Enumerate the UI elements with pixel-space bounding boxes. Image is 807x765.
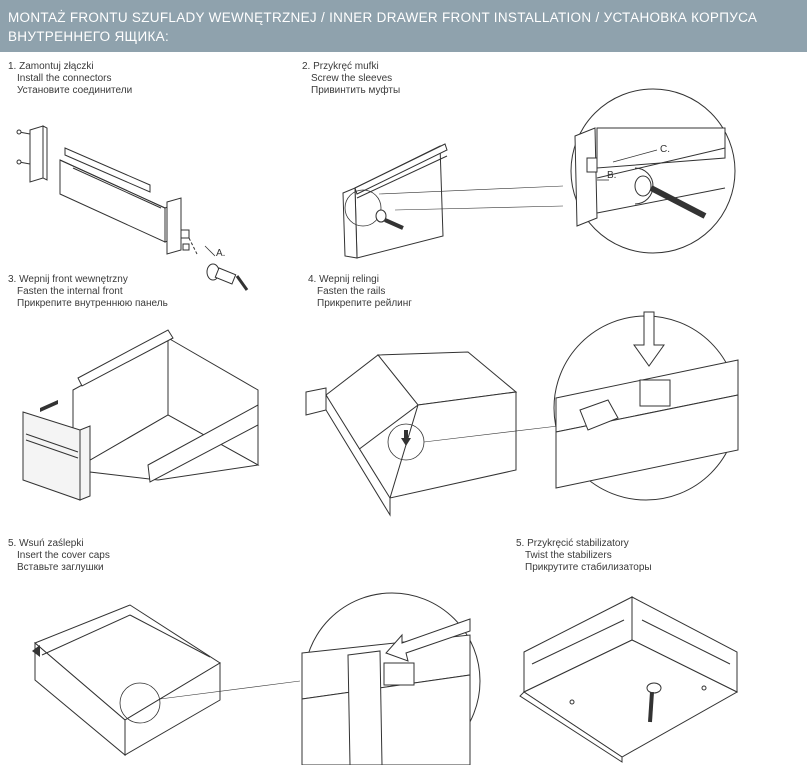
screwdriver-icon — [376, 210, 403, 228]
down-arrow-icon — [401, 430, 411, 446]
stabilizer-icon — [570, 683, 706, 722]
step-3-english: Fasten the internal front — [17, 286, 123, 297]
step-5-russian: Вставьте заглушки — [17, 562, 104, 573]
step-3-front-illustration — [18, 330, 268, 500]
callout-c-label: C. — [660, 144, 670, 155]
page-header: MONTAŻ FRONTU SZUFLADY WEWNĘTRZNEJ / INN… — [0, 0, 807, 52]
step-6-caption: 5. Przykręcić stabilizatory Twist the st… — [516, 538, 652, 574]
callout-b-label: B. — [607, 170, 616, 181]
step-6-polish: 5. Przykręcić stabilizatory — [516, 538, 629, 549]
step-5-polish: 5. Wsuń zaślepki — [8, 538, 84, 549]
step-4-english: Fasten the rails — [317, 286, 386, 297]
step-3-russian: Прикрепите внутреннюю панель — [17, 298, 168, 309]
sleeve-wrench-icon — [635, 168, 705, 216]
step-1-english: Install the connectors — [17, 73, 112, 84]
step-4-caption: 4. Wepnij relingi Fasten the rails Прикр… — [308, 274, 412, 310]
step-3-caption: 3. Wepnij front wewnętrzny Fasten the in… — [8, 274, 168, 310]
step-6-english: Twist the stabilizers — [525, 550, 612, 561]
step-1-russian: Установите соединители — [17, 85, 133, 96]
page-title-line-1: MONTAŻ FRONTU SZUFLADY WEWNĘTRZNEJ / INN… — [8, 10, 758, 25]
step-2-russian: Привинтить муфты — [311, 85, 401, 96]
step-2-caption: 2. Przykręć mufki Screw the sleeves Прив… — [302, 61, 400, 97]
step-1-polish: 1. Zamontuj złączki — [8, 61, 94, 72]
page-title-line-2: ВНУТРЕННЕГО ЯЩИКА: — [8, 29, 170, 44]
step-6-russian: Прикрутите стабилизаторы — [525, 562, 652, 573]
connector-icon — [181, 230, 247, 290]
step-2-polish: 2. Przykręć mufki — [302, 61, 379, 72]
step-4-rail-illustration — [298, 300, 738, 515]
callout-a-label: A. — [216, 248, 225, 259]
down-arrow-icon — [634, 312, 664, 366]
step-3-polish: 3. Wepnij front wewnętrzny — [8, 274, 128, 285]
step-5-english: Insert the cover caps — [17, 550, 110, 561]
step-1-connector-illustration: A. — [15, 120, 255, 300]
step-2-sleeve-illustration: C. B. — [335, 88, 730, 258]
step-1-caption: 1. Zamontuj złączki Install the connecto… — [8, 61, 132, 97]
step-4-russian: Прикрепите рейлинг — [317, 298, 412, 309]
step-5-cover-cap-illustration — [32, 595, 470, 765]
step-2-english: Screw the sleeves — [311, 73, 393, 84]
step-5-caption: 5. Wsuń zaślepki Insert the cover caps В… — [8, 538, 110, 574]
step-6-stabilizer-illustration — [512, 592, 742, 762]
step-4-polish: 4. Wepnij relingi — [308, 274, 379, 285]
left-arrow-icon — [386, 619, 470, 661]
left-arrow-icon — [32, 645, 40, 657]
screw-icon — [17, 130, 30, 164]
